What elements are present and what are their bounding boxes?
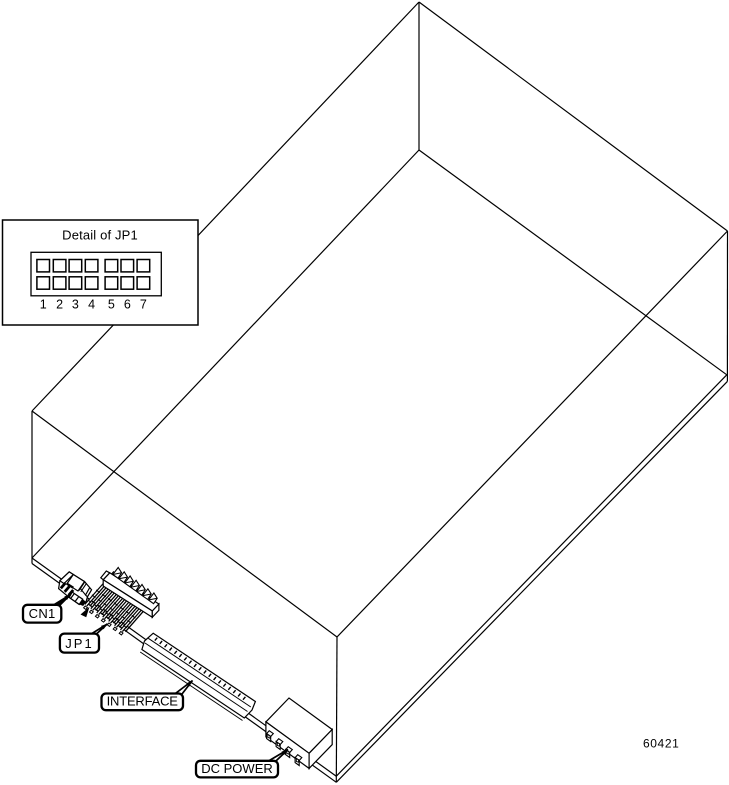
svg-text:6: 6 [124,298,131,312]
svg-text:JP1: JP1 [65,636,93,651]
svg-text:4: 4 [88,298,95,312]
svg-text:DC POWER: DC POWER [201,761,273,776]
svg-text:5: 5 [108,298,115,312]
svg-text:Detail of JP1: Detail of JP1 [62,228,138,243]
svg-text:2: 2 [56,298,63,312]
svg-text:INTERFACE: INTERFACE [107,694,179,709]
svg-text:1: 1 [40,298,47,312]
svg-text:CN1: CN1 [29,606,56,621]
svg-text:60421: 60421 [643,737,679,751]
svg-text:3: 3 [72,298,79,312]
svg-text:7: 7 [140,298,147,312]
